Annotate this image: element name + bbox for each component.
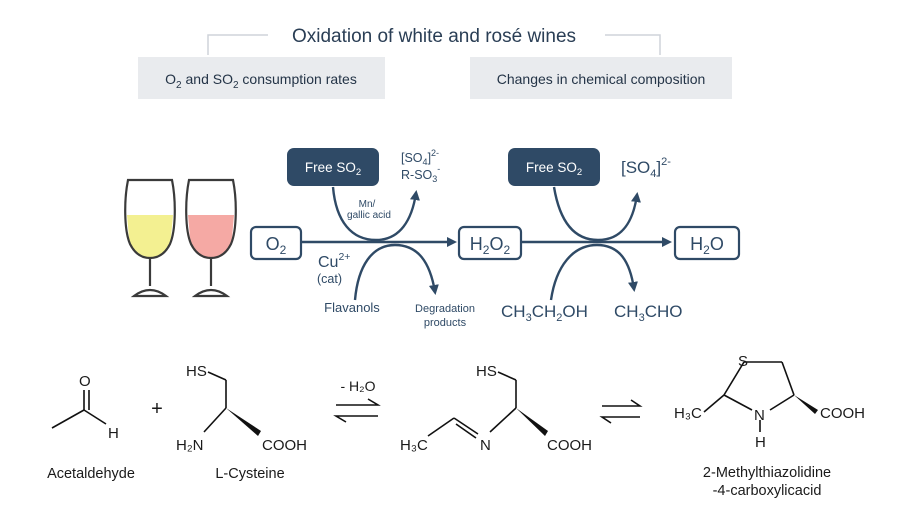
sulfate-label-1: [SO4]2- [401, 148, 439, 167]
panel-chemical-label: Changes in chemical composition [497, 71, 706, 87]
h2o-box: H2O [673, 225, 741, 261]
ethanol-formula: CH3CH2OH [501, 302, 588, 324]
thiazolidine-ch3-group: H₃C [674, 405, 702, 422]
rose-wine-fill [188, 215, 234, 258]
rose-wine-glass [185, 178, 237, 298]
degradation-label-2: products [424, 317, 467, 329]
svg-text:O2: O2 [266, 234, 287, 257]
cysteine-sh-group: HS [186, 363, 207, 380]
acetaldehyde-formula: CH3CHO [614, 302, 682, 324]
arrow-so2-to-sulfate-2 [552, 186, 641, 242]
equilibrium-arrow-1 [333, 398, 381, 423]
imine-structure: HS H₃C N COOH [400, 363, 592, 454]
cysteine-name: L-Cysteine [215, 466, 284, 482]
white-wine-fill [127, 215, 173, 258]
mn-label: Mn/ [359, 199, 376, 210]
title-bracket [207, 34, 661, 55]
panel-chemical-changes: Changes in chemical composition [470, 57, 732, 99]
acetaldehyde-name: Acetaldehyde [47, 466, 135, 482]
cysteine-nh2-group: H₂N [176, 437, 204, 454]
imine-ch3-group: H₃C [400, 437, 428, 454]
thiazolidine-name-line1: 2-Methylthiazolidine [703, 465, 831, 481]
gallic-acid-label: gallic acid [347, 210, 391, 221]
plus-sign: + [151, 398, 163, 420]
svg-text:Free SO2: Free SO2 [526, 160, 582, 178]
thiazolidine-s-atom: S [738, 353, 748, 370]
flavanols-label: Flavanols [324, 300, 380, 315]
cysteine-structure: HS H₂N COOH [176, 363, 307, 454]
o2-box: O2 [249, 225, 303, 261]
imine-cooh-group: COOH [547, 437, 592, 454]
thiazolidine-h-atom: H [755, 434, 766, 451]
thiazolidine-name-line2: -4-carboxylicacid [713, 483, 822, 499]
degradation-label-1: Degradation [415, 303, 475, 315]
svg-text:H2O2: H2O2 [470, 234, 511, 257]
arrow-flavanols-to-degradation [353, 243, 439, 301]
acetaldehyde-o-atom: O [79, 373, 91, 390]
figure-title: Oxidation of white and rosé wines [292, 26, 576, 47]
svg-text:Free SO2: Free SO2 [305, 160, 361, 178]
cysteine-cooh-group: COOH [262, 437, 307, 454]
water-loss-label: - H₂O [341, 378, 376, 394]
acetaldehyde-structure: O H [51, 373, 119, 442]
white-wine-glass [124, 178, 176, 298]
thiazolidine-cooh-group: COOH [820, 405, 865, 422]
arrow-so2-to-sulfate-1 [331, 186, 420, 242]
panel-consumption-label: O2 and SO2 consumption rates [165, 71, 357, 91]
panel-consumption-rates: O2 and SO2 consumption rates [138, 57, 385, 99]
acetaldehyde-h-atom: H [108, 425, 119, 442]
copper-catalyst-label: Cu2+ [318, 251, 350, 271]
sulfonate-label: R-SO3- [401, 164, 440, 184]
free-so2-box-1: Free SO2 [287, 148, 379, 186]
h2o2-box: H2O2 [457, 225, 523, 261]
thiazolidine-n-atom: N [754, 407, 765, 424]
equilibrium-arrow-2 [599, 399, 643, 424]
thiazolidine-structure: S H₃C N H COOH [674, 353, 865, 451]
sulfate-label-2: [SO4]2- [621, 156, 671, 180]
arrow-ethanol-to-acetaldehyde [549, 243, 638, 301]
svg-text:H2O: H2O [690, 234, 724, 257]
imine-sh-group: HS [476, 363, 497, 380]
free-so2-box-2: Free SO2 [508, 148, 600, 186]
catalyst-note: (cat) [317, 272, 342, 286]
imine-n-atom: N [480, 437, 491, 454]
